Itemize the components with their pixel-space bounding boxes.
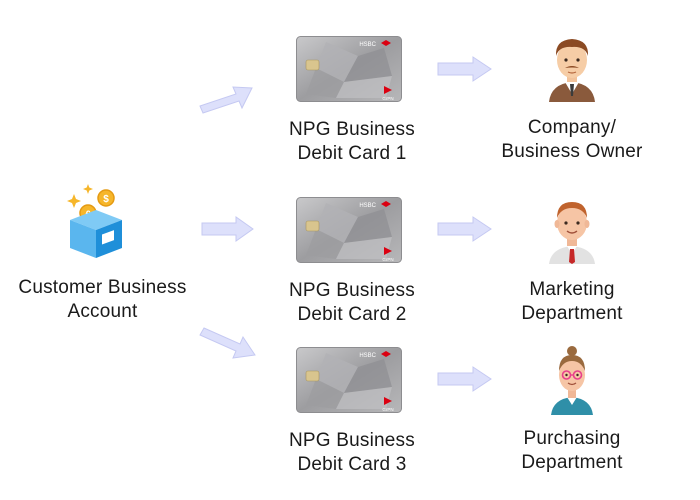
card-brand: HSBC: [359, 203, 376, 209]
card-node-2: HSBC GrPN NPG Business Debit Card 2: [282, 197, 422, 327]
holder-node-purchasing: Purchasing Department: [492, 345, 652, 480]
debit-card-icon: HSBC GrPN: [296, 197, 402, 263]
card-label-2: NPG Business Debit Card 2: [282, 279, 422, 327]
account-label: Customer Business Account: [0, 276, 205, 324]
debit-card-icon: HSBC GrPN: [296, 347, 402, 413]
employee-woman-icon: [539, 345, 605, 415]
arrow-to-holder-1: [437, 56, 492, 82]
businessman-icon: [539, 34, 605, 102]
svg-text:$: $: [103, 194, 109, 205]
card-label-line2: Debit Card 2: [297, 304, 407, 325]
arrow-to-holder-2: [437, 216, 492, 242]
employee-man-icon: [539, 196, 605, 264]
debit-card-icon: HSBC GrPN: [296, 36, 402, 102]
card-mark: GrPN: [382, 96, 393, 101]
arrow-to-card-2: [201, 216, 254, 242]
card-node-3: HSBC GrPN NPG Business Debit Card 3: [282, 347, 422, 477]
holder-label-marketing: Marketing Department: [492, 278, 652, 326]
holder-label-line2: Department: [521, 452, 623, 473]
card-mark: GrPN: [382, 407, 393, 412]
card-label-line1: NPG Business: [289, 119, 415, 140]
account-label-line1: Customer Business: [18, 277, 187, 298]
holder-label-line1: Purchasing: [523, 428, 621, 449]
holder-label-line2: Department: [521, 303, 623, 324]
card-brand: HSBC: [359, 42, 376, 48]
card-mark: GrPN: [382, 257, 393, 262]
card-node-1: HSBC GrPN NPG Business Debit Card 1: [282, 36, 422, 166]
money-box-icon: $ €: [62, 180, 128, 260]
card-brand: HSBC: [359, 353, 376, 359]
card-label-line1: NPG Business: [289, 430, 415, 451]
card-label-line2: Debit Card 3: [297, 454, 407, 475]
arrow-to-card-3: [199, 327, 256, 359]
card-label-line2: Debit Card 1: [297, 143, 407, 164]
holder-label-line1: Marketing: [529, 279, 615, 300]
card-label-line1: NPG Business: [289, 280, 415, 301]
holder-label-line2: Business Owner: [501, 141, 643, 162]
holder-node-marketing: Marketing Department: [492, 196, 652, 331]
card-label-1: NPG Business Debit Card 1: [282, 118, 422, 166]
holder-label-owner: Company/ Business Owner: [492, 116, 652, 164]
card-label-3: NPG Business Debit Card 3: [282, 429, 422, 477]
arrow-to-holder-3: [437, 366, 492, 392]
account-node: $ € Customer Business Account: [0, 180, 205, 330]
account-label-line2: Account: [67, 301, 138, 322]
holder-node-owner: Company/ Business Owner: [492, 34, 652, 169]
holder-label-purchasing: Purchasing Department: [492, 427, 652, 475]
arrow-to-card-1: [199, 86, 253, 114]
holder-label-line1: Company/: [527, 117, 617, 138]
